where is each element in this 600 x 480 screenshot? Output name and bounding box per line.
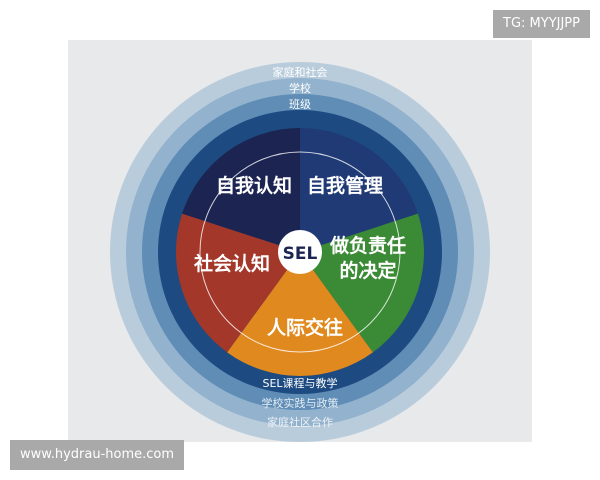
segment-label-decision-line2: 的决定 (339, 259, 396, 282)
ring-label-bottom-1: SEL课程与教学 (262, 376, 337, 390)
pie-slice-4 (175, 213, 300, 353)
segment-label-relationships: 人际交往 (267, 316, 343, 339)
pie-slice-5 (182, 128, 300, 252)
inner-circle-line (199, 151, 401, 353)
segment-label-self-management: 自我管理 (307, 174, 383, 197)
ring-label-top-1: 家庭和社会 (273, 65, 328, 79)
segment-label-self-awareness: 自我认知 (216, 174, 292, 197)
watermark-bottom-left: www.hydrau-home.com (10, 440, 185, 470)
watermark-top-right: TG: MYYJJPP (493, 10, 590, 38)
center-circle (278, 230, 322, 274)
pie-slice-2 (300, 213, 424, 353)
ring-label-top-2: 学校 (289, 81, 311, 95)
ring-label-top-3: 班级 (289, 98, 311, 111)
segment-label-decision-line1: 做负责任 (329, 234, 406, 257)
pie-slice-1 (300, 128, 418, 252)
segment-label-social-awareness: 社会认知 (193, 252, 270, 275)
ring-label-bottom-3: 家庭社区合作 (267, 415, 333, 429)
ring-label-bottom-2: 学校实践与政策 (262, 396, 339, 410)
center-label: SEL (283, 244, 318, 264)
